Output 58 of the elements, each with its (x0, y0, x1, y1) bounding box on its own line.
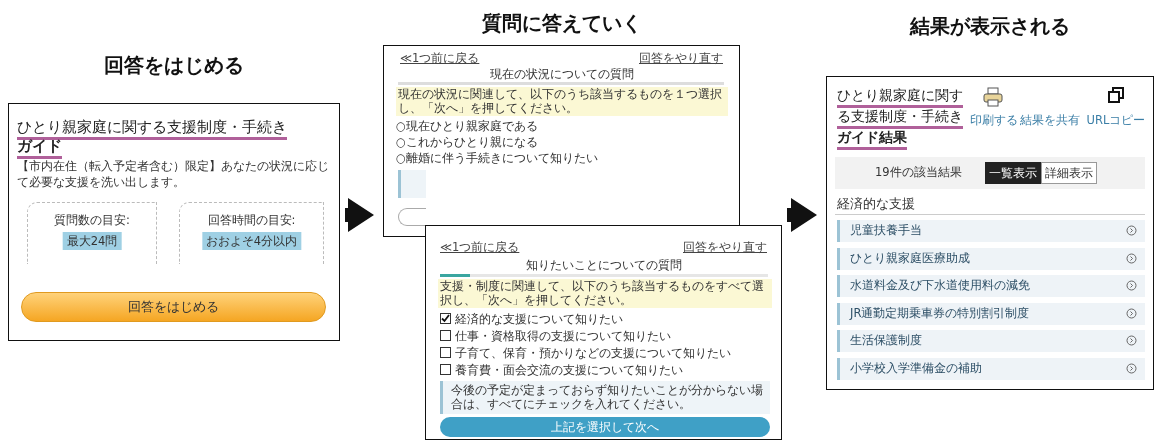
instruction-text: 現在の状況に関連して、以下のうち該当するものを１つ選択し、「次へ」を押してください。 (396, 87, 728, 116)
step-heading: 回答をはじめる (103, 53, 245, 78)
value-badge: おおよそ4分以内 (201, 232, 302, 251)
option-text: 養育費・面会交流の支援について知りたい (455, 363, 683, 378)
action-label: 印刷する (969, 113, 1019, 128)
info-card (179, 202, 324, 264)
section-heading: 経済的な支援 (837, 196, 915, 213)
action-label: URLコピー (1085, 113, 1147, 128)
note-box (440, 381, 770, 414)
screenshot-panel (826, 76, 1154, 390)
item-title: 児童扶養手当 (850, 223, 922, 238)
result-item (837, 357, 1145, 380)
card-caption: 質問数の目安: (53, 213, 131, 228)
step-heading: 結果が表示される (908, 14, 1071, 39)
result-item (837, 330, 1145, 352)
note-text: 今後の予定が定まっておらず知りたいことが分からない場合は、すべてにチェックを入れてください。 (451, 383, 764, 412)
item-title: 生活保護制度 (850, 333, 922, 348)
text-link: ≪1つ前に戻る (400, 51, 480, 66)
option-text: 子育て、保育・預かりなどの支援について知りたい (455, 346, 731, 361)
item-title: 小学校入学準備金の補助 (850, 360, 982, 375)
result-item (837, 247, 1145, 270)
item-title: 水道料金及び下水道使用料の減免 (850, 278, 1030, 293)
card-caption: 回答時間の目安: (206, 213, 297, 228)
text-link: ≪1つ前に戻る (440, 240, 520, 255)
arrow (787, 198, 817, 232)
option-text: ○これからひとり親になる (396, 135, 539, 150)
step-heading: 質問に答えていく (480, 11, 643, 36)
next-button (440, 417, 770, 437)
arrow (345, 198, 374, 232)
page-title: ひとり親家庭に関する支援制度・手続き ガイド (17, 118, 288, 156)
result-count-bar (835, 157, 1145, 189)
description-text: 【市内在住（転入予定者含む）限定】あなたの状況に応じて必要な支援を洗い出します。 (17, 158, 330, 191)
item-title: ひとり親家庭医療助成 (850, 250, 970, 265)
button-label: 上記を選択して次へ (550, 419, 660, 435)
result-item (837, 275, 1145, 297)
option-text: ○離婚に伴う手続きについて知りたい (396, 151, 599, 166)
option-text: 経済的な支援について知りたい (455, 312, 623, 327)
button-label: 詳細表示 (1044, 165, 1094, 181)
option-text: ○現在ひとり親家庭である (396, 119, 539, 134)
text-link: 回答をやり直す (683, 240, 767, 255)
value-badge: 最大24問 (62, 232, 122, 251)
result-item (837, 302, 1145, 325)
button-label: 回答をはじめる (127, 299, 220, 315)
start-button (21, 292, 326, 322)
question-heading: 現在の状況についての質問 (488, 67, 635, 82)
info-card (27, 202, 157, 264)
item-title: JR通勤定期乗車券の特別割引制度 (850, 305, 1030, 320)
instruction-text: 支援・制度に関連して、以下のうち該当するものをすべて選択し、「次へ」を押してください。 (438, 279, 772, 308)
result-count: 19件の該当結果 (875, 165, 962, 180)
action-label: 結果を共有 (1019, 113, 1081, 128)
question-heading: 知りたいことについての質問 (524, 258, 683, 273)
question-screen-dialog (425, 225, 782, 440)
screenshot-panel (8, 103, 340, 341)
text-link: 回答をやり直す (639, 51, 723, 66)
option-text: 仕事・資格取得の支援について知りたい (455, 329, 671, 344)
result-item (837, 220, 1145, 242)
page-title: ひとり親家庭に関する支援制度・手続き ガイド結果 (837, 86, 964, 147)
button-label: 一覧表示 (988, 165, 1038, 181)
